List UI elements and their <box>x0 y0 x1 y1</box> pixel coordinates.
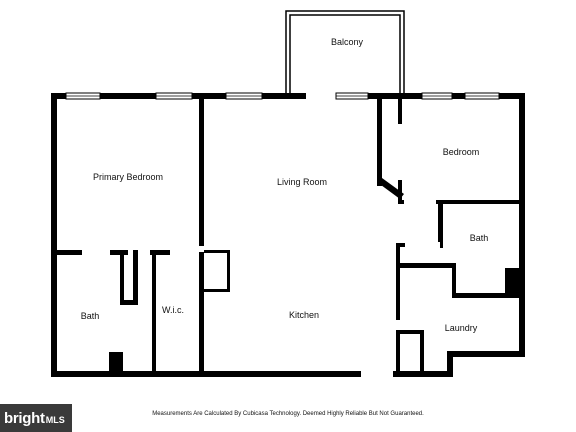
brand-name: bright <box>4 409 45 427</box>
brand-suffix: MLS <box>45 415 65 425</box>
room-labels: Balcony Primary Bedroom Living Room Bedr… <box>81 37 489 333</box>
label-laundry: Laundry <box>445 323 478 333</box>
label-balcony: Balcony <box>331 37 364 47</box>
interior-walls <box>54 96 520 374</box>
balcony-outline <box>285 10 405 95</box>
label-living-room: Living Room <box>277 177 327 187</box>
label-primary-bedroom: Primary Bedroom <box>93 172 163 182</box>
label-kitchen: Kitchen <box>289 310 319 320</box>
label-bath-left: Bath <box>81 311 100 321</box>
brand-logo: bright MLS <box>0 404 72 432</box>
exterior-walls <box>51 93 525 377</box>
label-bedroom: Bedroom <box>443 147 480 157</box>
measurement-disclaimer: Measurements Are Calculated By Cubicasa … <box>152 411 424 417</box>
label-bath-right: Bath <box>470 233 489 243</box>
label-wic: W.i.c. <box>162 305 184 315</box>
windows <box>65 92 500 100</box>
